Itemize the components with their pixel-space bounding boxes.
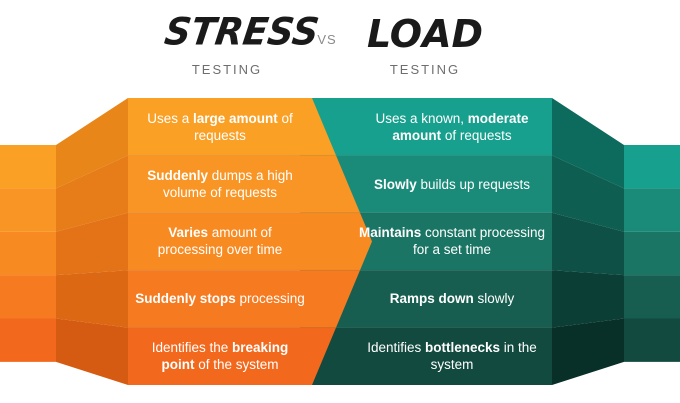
load-wing-strip: [624, 231, 680, 276]
load-wing-strip: [624, 145, 680, 189]
load-wing-panel: [552, 98, 624, 189]
stress-wing-strip: [0, 318, 56, 362]
stress-row-text: Uses a large amount of requests: [147, 110, 293, 143]
stress-row-band: [128, 327, 336, 385]
stress-row-band: [128, 270, 360, 328]
load-row-band: [300, 270, 552, 328]
load-subtitle: TESTING: [389, 62, 461, 77]
load-row-text: Uses a known, moderate amount of request…: [375, 110, 529, 143]
load-title: LOAD: [366, 12, 484, 56]
stress-row-band: [128, 98, 336, 156]
load-wing-strip: [624, 275, 680, 319]
stress-row-text: Suddenly stops processing: [135, 291, 305, 307]
load-wing-strip: [624, 188, 680, 232]
load-wing-panel: [552, 212, 624, 276]
stress-row-text: Identifies the breaking point of the sys…: [151, 340, 289, 373]
stress-wing-strip: [0, 231, 56, 276]
stress-row-text: Suddenly dumps a high volume of requests: [147, 168, 293, 201]
load-row-text: Ramps down slowly: [389, 291, 515, 307]
load-wing-panel: [552, 155, 624, 232]
load-row-band: [300, 155, 552, 213]
stress-wing-strip: [0, 145, 56, 189]
stress-row-band: [128, 212, 372, 271]
stress-wing-panel: [56, 212, 128, 276]
load-row-band: [300, 98, 552, 156]
load-wing-panel: [552, 318, 624, 385]
load-row-text: Slowly builds up requests: [373, 176, 531, 192]
stress-wing-strip: [0, 188, 56, 232]
stress-row-text: Varies amount of processing over time: [157, 225, 283, 258]
stress-wing-panel: [56, 155, 128, 232]
versus-label: VS: [317, 32, 337, 47]
stress-subtitle: TESTING: [191, 62, 263, 77]
load-row-band: [300, 327, 552, 385]
load-wing-panel: [552, 270, 624, 328]
stress-wing-panel: [56, 318, 128, 385]
stress-wing-panel: [56, 98, 128, 189]
load-row-text: Maintains constant processing for a set …: [358, 225, 546, 258]
stress-wing-strip: [0, 275, 56, 319]
load-wing-strip: [624, 318, 680, 362]
stress-row-band: [128, 155, 360, 213]
load-row-text: Identifies bottlenecks in the system: [367, 340, 537, 373]
stress-wing-panel: [56, 270, 128, 328]
